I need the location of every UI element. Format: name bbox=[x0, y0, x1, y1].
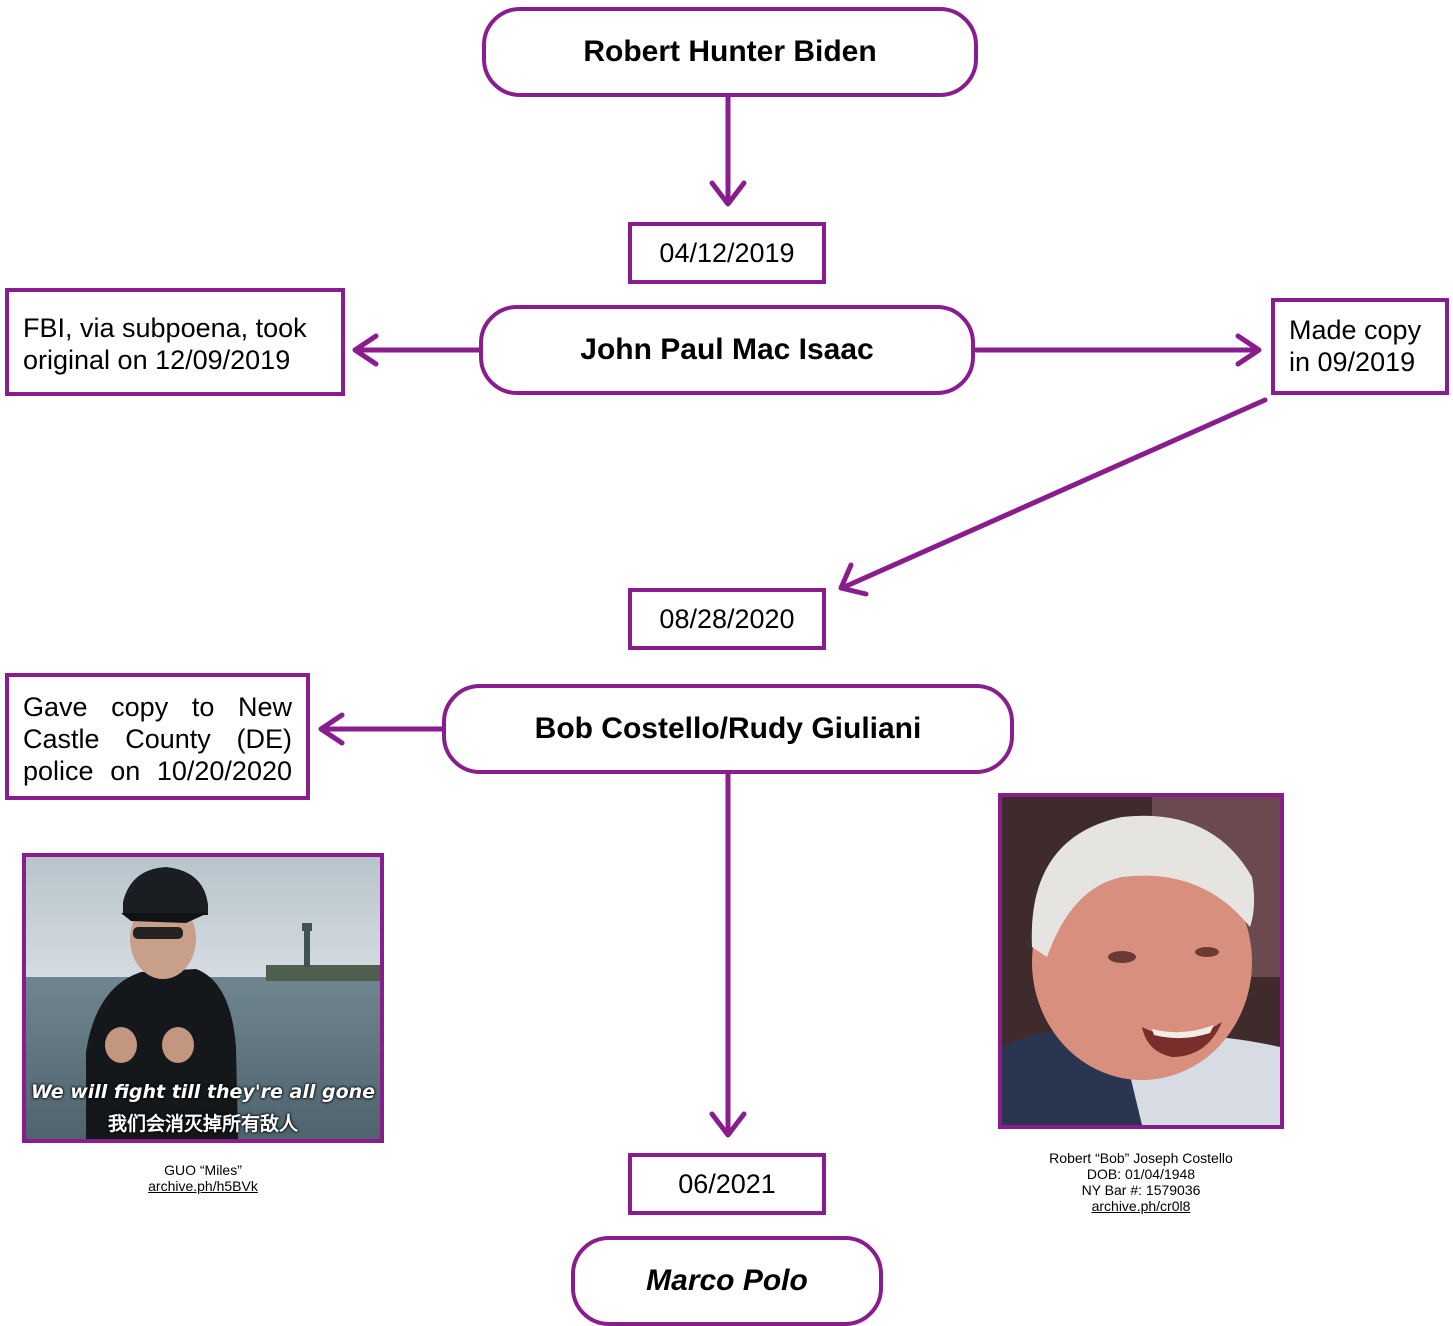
date-box-08-28-2020: 08/28/2020 bbox=[628, 588, 826, 650]
node-bob-costello-rudy-giuliani: Bob Costello/Rudy Giuliani bbox=[442, 684, 1014, 774]
node-robert-hunter-biden: Robert Hunter Biden bbox=[482, 7, 978, 97]
arrowhead-macisaac-to-fbi bbox=[352, 333, 379, 367]
date-box-06-2021: 06/2021 bbox=[628, 1153, 826, 1215]
arrowhead-copy-to-date bbox=[838, 562, 869, 597]
guo-photo-illustration bbox=[26, 857, 380, 1139]
note-fbi-subpoena: FBI, via subpoena, took original on 12/0… bbox=[5, 288, 345, 396]
guo-caption-name: GUO “Miles” bbox=[164, 1162, 242, 1178]
bob-costello-photo bbox=[998, 793, 1284, 1129]
arrowhead-macisaac-to-copy bbox=[1235, 333, 1262, 367]
guo-miles-photo: We will fight till they're all gone 我们会消… bbox=[22, 853, 384, 1143]
guo-subtitle-en: We will fight till they're all gone bbox=[30, 1081, 376, 1103]
guo-caption: GUO “Miles” archive.ph/h5BVk bbox=[103, 1162, 303, 1194]
note-police-copy: Gave copy to New Castle County (DE) poli… bbox=[5, 673, 310, 800]
costello-caption-dob: DOB: 01/04/1948 bbox=[1086, 1166, 1196, 1182]
node-john-paul-mac-isaac: John Paul Mac Isaac bbox=[479, 305, 975, 395]
costello-photo-illustration bbox=[1002, 797, 1280, 1125]
node-marco-polo: Marco Polo bbox=[571, 1236, 883, 1326]
arrowhead-hunter-to-date bbox=[709, 180, 747, 207]
note-made-copy: Made copy in 09/2019 bbox=[1271, 298, 1449, 395]
costello-caption-bar: NY Bar #: 1579036 bbox=[1081, 1182, 1201, 1198]
guo-caption-link[interactable]: archive.ph/h5BVk bbox=[148, 1178, 258, 1194]
guo-subtitle-zh: 我们会消灭掉所有敌人 bbox=[107, 1113, 298, 1135]
arrowhead-costello-to-date bbox=[709, 1111, 747, 1138]
date-box-04-12-2019: 04/12/2019 bbox=[628, 222, 826, 284]
costello-caption-name: Robert “Bob” Joseph Costello bbox=[1049, 1150, 1233, 1166]
costello-caption: Robert “Bob” Joseph Costello DOB: 01/04/… bbox=[1000, 1150, 1282, 1214]
arrowhead-costello-to-police bbox=[318, 712, 345, 746]
note-made-copy-line2: in 09/2019 bbox=[1289, 347, 1416, 377]
arrow-copy-to-date bbox=[839, 397, 1268, 591]
note-made-copy-line1: Made copy bbox=[1289, 315, 1422, 345]
costello-caption-link[interactable]: archive.ph/cr0l8 bbox=[1091, 1198, 1191, 1214]
